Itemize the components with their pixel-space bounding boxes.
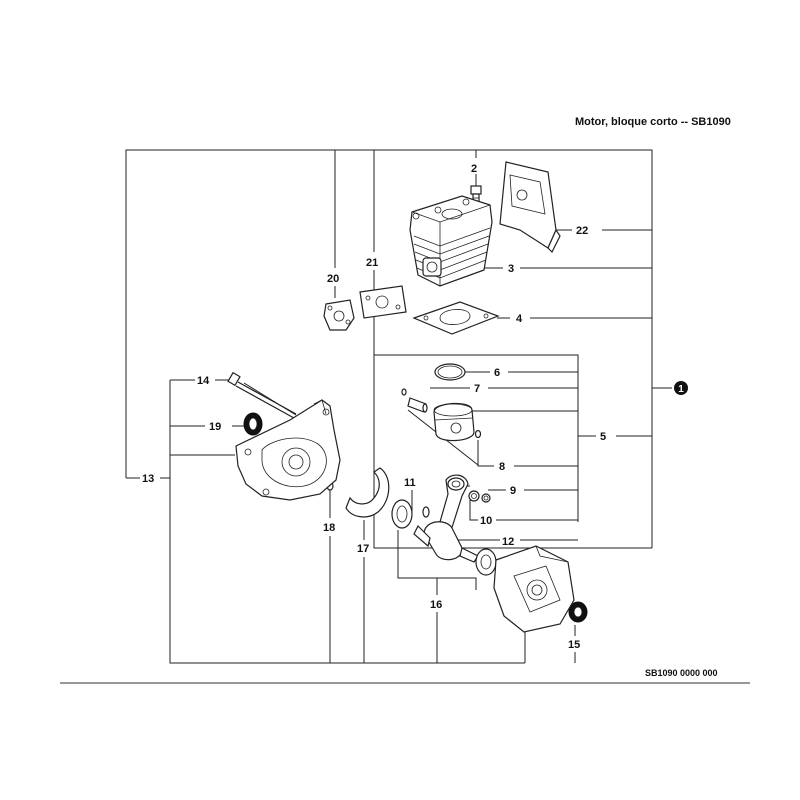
callout-8: 8	[499, 461, 505, 473]
piston-pin-clip	[401, 388, 482, 439]
piston-pin	[407, 397, 428, 413]
oil-seal-left	[243, 412, 263, 436]
callout-14: 14	[197, 375, 210, 387]
callout-16: 16	[430, 599, 442, 611]
callout-3: 3	[508, 263, 514, 275]
piston	[433, 402, 475, 442]
callout-6: 6	[494, 367, 500, 379]
callout-20: 20	[327, 273, 339, 285]
oil-seal-right	[568, 601, 588, 623]
leader-lines	[125, 149, 672, 664]
callout-2: 2	[471, 163, 477, 175]
callout-13: 13	[142, 473, 154, 485]
callout-11: 11	[404, 477, 416, 489]
needle-bearing	[468, 490, 480, 502]
crankcase-left	[235, 399, 341, 501]
callout-9: 9	[510, 485, 516, 497]
assembly-callout-label: 1	[678, 384, 684, 395]
callout-10: 10	[480, 515, 492, 527]
callout-17: 17	[357, 543, 369, 555]
callout-4: 4	[516, 313, 523, 325]
diagram-title: Motor, bloque corto -- SB1090	[575, 116, 731, 128]
callout-5: 5	[600, 431, 606, 443]
main-bearing-left	[391, 499, 413, 529]
callout-22: 22	[576, 225, 588, 237]
callout-12: 12	[502, 536, 514, 548]
drawing-code: SB1090 0000 000	[645, 668, 718, 678]
washer-10	[481, 493, 491, 503]
cylinder	[409, 195, 493, 287]
insulator-gasket	[323, 299, 355, 331]
heat-shield	[499, 161, 561, 254]
key-11	[422, 506, 430, 518]
callout-18: 18	[323, 522, 335, 534]
main-bearing-right	[475, 548, 497, 576]
crankshaft	[413, 474, 479, 563]
assembly-callout: 1	[674, 381, 688, 395]
callout-21: 21	[366, 257, 378, 269]
intake-gasket	[359, 285, 407, 319]
callout-7: 7	[474, 383, 480, 395]
crankcase-gasket	[345, 467, 390, 518]
cylinder-gasket	[412, 301, 500, 335]
piston-ring	[434, 363, 466, 381]
callout-15: 15	[568, 639, 580, 651]
crankcase-right	[493, 545, 575, 633]
callout-19: 19	[209, 421, 221, 433]
crankcase-bolt	[227, 371, 297, 419]
callout-labels: 2 3 4 5 6 7 8 9 10 11 12 13 14 15 16 17 …	[142, 163, 606, 651]
